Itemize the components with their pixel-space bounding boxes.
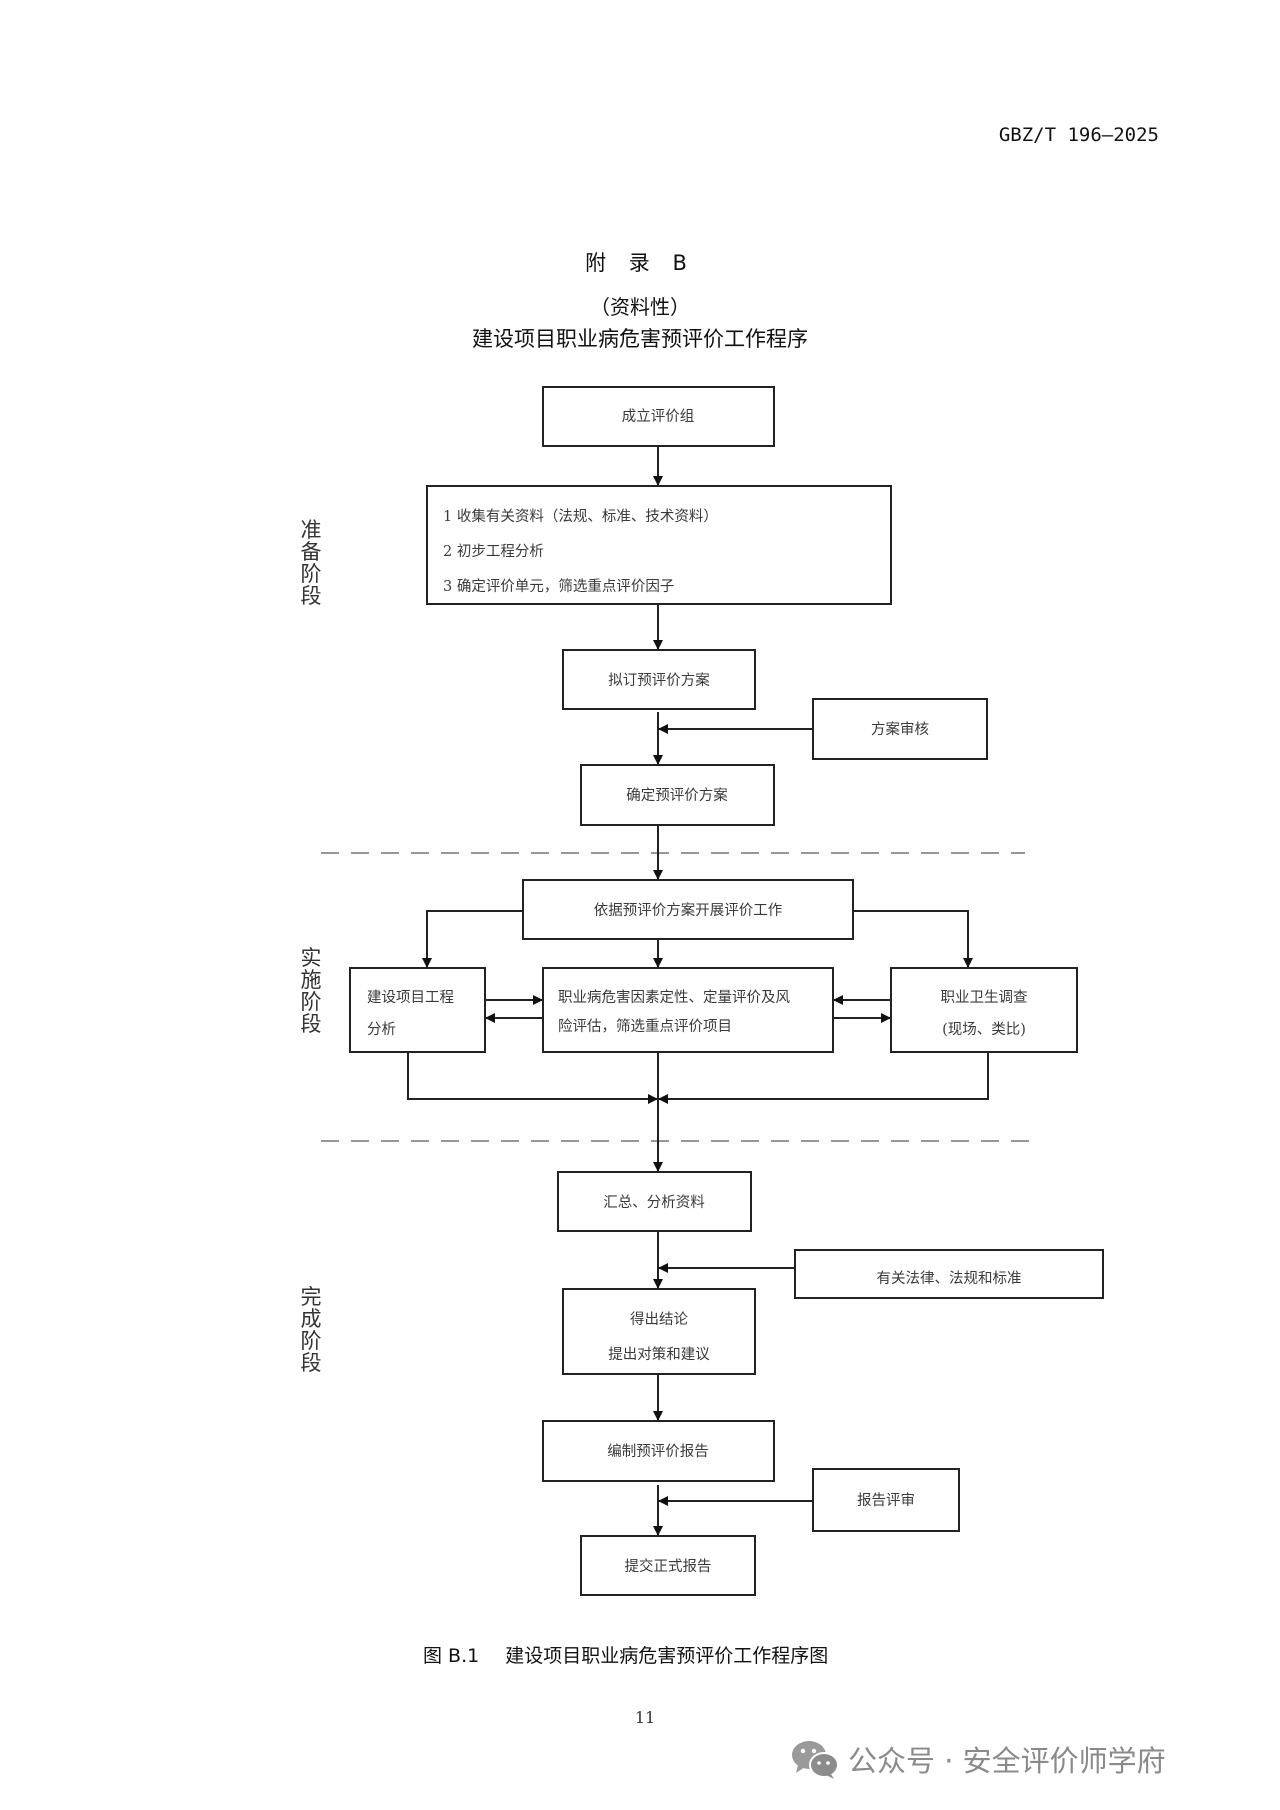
box-report-review-text: 报告评审: [857, 1492, 915, 1509]
appendix-label: 附 录 B: [585, 251, 695, 275]
box-summarize: 汇总、分析资料: [557, 1171, 752, 1232]
box-laws-text: 有关法律、法规和标准: [877, 1270, 1022, 1287]
prep-step-3: 3 确定评价单元，筛选重点评价因子: [443, 578, 674, 595]
phase-label-completion: 完成阶段: [300, 1285, 322, 1375]
arrow-engineering-merge: [407, 1052, 658, 1104]
appendix-title: 建设项目职业病危害预评价工作程序: [472, 327, 808, 351]
hazard-line-2: 险评估，筛选重点评价项目: [558, 1018, 732, 1035]
engineering-line-2: 分析: [367, 1021, 396, 1038]
box-draft-plan-text: 拟订预评价方案: [608, 671, 710, 689]
box-hygiene-survey: 职业卫生调查 (现场、类比): [890, 967, 1078, 1053]
survey-line-2: (现场、类比): [942, 1021, 1026, 1038]
box-report-review: 报告评审: [812, 1468, 960, 1532]
conclusion-line-2: 提出对策和建议: [608, 1346, 710, 1363]
figure-number: 图 B.1: [423, 1645, 480, 1667]
box-confirm-plan-text: 确定预评价方案: [626, 786, 728, 804]
connectors: [407, 446, 989, 1536]
arrow-survey-merge: [658, 1052, 989, 1104]
prep-step-1: 1 收集有关资料（法规、标准、技术资料）: [443, 508, 718, 525]
watermark: 公众号 · 安全评价师学府: [790, 1738, 1166, 1780]
box-submit-text: 提交正式报告: [625, 1557, 712, 1575]
box-conclusion: 得出结论 提出对策和建议: [562, 1288, 756, 1375]
watermark-text: 公众号 · 安全评价师学府: [848, 1744, 1166, 1778]
box-establish-group: 成立评价组: [542, 386, 775, 447]
box-engineering-analysis: 建设项目工程 分析: [349, 967, 486, 1053]
box-plan-review-text: 方案审核: [871, 720, 929, 738]
box-summarize-text: 汇总、分析资料: [603, 1194, 705, 1211]
box-carry-out-evaluation: 依据预评价方案开展评价工作: [522, 879, 854, 940]
engineering-line-1: 建设项目工程: [367, 989, 454, 1006]
phase-label-preparation: 准备阶段: [300, 518, 322, 608]
hazard-line-1: 职业病危害因素定性、定量评价及风: [558, 989, 790, 1006]
box-draft-plan: 拟订预评价方案: [562, 649, 756, 710]
figure-caption: 图 B.1 建设项目职业病危害预评价工作程序图: [423, 1641, 828, 1668]
box-plan-review: 方案审核: [812, 698, 988, 760]
box-carry-out-text: 依据预评价方案开展评价工作: [594, 901, 783, 919]
box-establish-group-text: 成立评价组: [622, 408, 695, 425]
figure-title: 建设项目职业病危害预评价工作程序图: [505, 1645, 829, 1667]
box-submit-report: 提交正式报告: [580, 1535, 756, 1596]
survey-line-1: 职业卫生调查: [941, 989, 1028, 1006]
appendix-nature: （资料性）: [590, 295, 690, 319]
box-preparation-steps: 1 收集有关资料（法规、标准、技术资料） 2 初步工程分析 3 确定评价单元，筛…: [426, 485, 892, 605]
page-number: 11: [634, 1708, 656, 1727]
wechat-icon: [792, 1741, 839, 1779]
box-hazard-evaluation: 职业病危害因素定性、定量评价及风 险评估，筛选重点评价项目: [542, 967, 834, 1053]
box-compile-text: 编制预评价报告: [607, 1443, 709, 1460]
box-compile-report: 编制预评价报告: [542, 1420, 775, 1482]
standard-number: GBZ/T 196—2025: [998, 124, 1159, 146]
phase-label-implementation: 实施阶段: [300, 946, 322, 1036]
arrow-carryout-to-survey: [853, 910, 973, 968]
box-laws-standards: 有关法律、法规和标准: [794, 1249, 1104, 1299]
prep-step-2: 2 初步工程分析: [443, 543, 544, 560]
box-confirm-plan: 确定预评价方案: [580, 764, 775, 826]
conclusion-line-1: 得出结论: [630, 1311, 688, 1328]
arrow-carryout-to-engineering: [422, 910, 523, 968]
